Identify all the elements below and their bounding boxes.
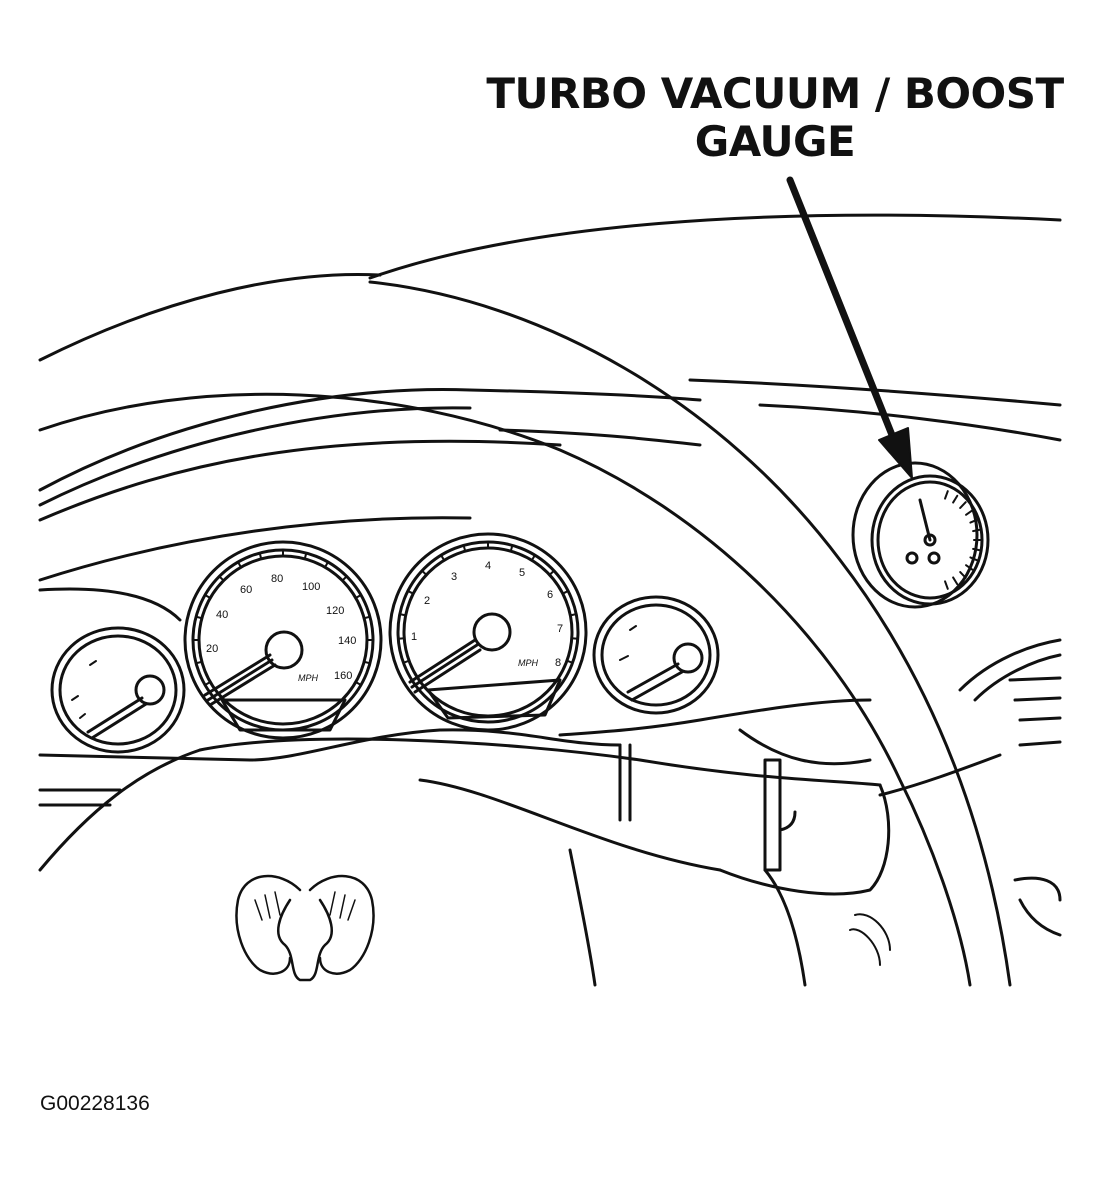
gauge-tick bbox=[421, 569, 428, 576]
gauge-tick bbox=[965, 564, 974, 571]
gauge-tick bbox=[354, 681, 362, 686]
gauge-tick bbox=[398, 613, 407, 617]
gauge-tick bbox=[303, 552, 308, 560]
speed-tick-160: 160 bbox=[334, 670, 352, 682]
gauge-tick bbox=[952, 494, 959, 504]
gauge-tick bbox=[965, 509, 974, 516]
speed-tick-140: 140 bbox=[338, 635, 356, 647]
steering-wheel bbox=[38, 280, 1012, 987]
speed-tick-60: 60 bbox=[240, 584, 252, 596]
gauge-tick bbox=[402, 659, 411, 664]
gauge-tick bbox=[972, 547, 982, 552]
right-air-vent bbox=[849, 638, 1062, 966]
gauge-tick bbox=[565, 659, 574, 664]
gauge-tick bbox=[440, 554, 446, 562]
gauge-tick bbox=[195, 660, 203, 665]
gauge-tick bbox=[959, 571, 967, 579]
figure-id: G00228136 bbox=[40, 1092, 150, 1115]
tachometer-labels: 1 2 3 4 5 6 7 8 MPH bbox=[411, 560, 563, 669]
tach-tick-7: 7 bbox=[557, 623, 563, 635]
gauge-tick bbox=[509, 544, 514, 553]
gauge-tick bbox=[354, 594, 362, 599]
speed-tick-120: 120 bbox=[326, 605, 344, 617]
gauge-tick bbox=[324, 561, 329, 569]
ram-head-logo bbox=[235, 874, 375, 982]
gauge-tick bbox=[258, 552, 263, 560]
gauge-tick bbox=[952, 576, 959, 586]
speedometer bbox=[183, 540, 383, 740]
right-small-gauge bbox=[592, 595, 720, 715]
gauge-tick bbox=[972, 528, 982, 533]
callout-arrow-icon bbox=[786, 176, 913, 479]
left-small-gauge bbox=[50, 626, 186, 754]
gauge-tick bbox=[561, 589, 570, 595]
tach-tick-1: 1 bbox=[411, 631, 417, 643]
gauge-tick bbox=[363, 615, 371, 620]
tachometer bbox=[388, 532, 588, 732]
tach-tick-4: 4 bbox=[485, 560, 491, 572]
gauge-tick bbox=[204, 681, 212, 686]
speed-tick-40: 40 bbox=[216, 609, 228, 621]
turbo-boost-gauge bbox=[851, 461, 990, 609]
gauge-tick bbox=[969, 518, 979, 524]
callout-line-1: TURBO VACUUM / BOOST bbox=[486, 69, 1064, 118]
gauge-tick bbox=[944, 490, 949, 500]
gauge-tick bbox=[569, 613, 578, 617]
gauge-tick bbox=[969, 556, 979, 562]
tach-unit: MPH bbox=[518, 658, 539, 668]
gauge-tick bbox=[363, 660, 371, 665]
gauge-tick bbox=[548, 569, 555, 576]
speedometer-labels: 20 40 60 80 100 120 140 160 MPH bbox=[206, 573, 356, 683]
callout-line-2: GAUGE bbox=[694, 117, 856, 166]
gauge-tick bbox=[218, 575, 225, 582]
speed-tick-80: 80 bbox=[271, 573, 283, 585]
callout-label: TURBO VACUUM / BOOST GAUGE bbox=[480, 70, 1070, 166]
gauge-tick bbox=[944, 580, 949, 590]
gauge-tick bbox=[341, 575, 348, 582]
gauge-tick bbox=[462, 544, 467, 553]
tach-tick-6: 6 bbox=[547, 589, 553, 601]
tach-tick-3: 3 bbox=[451, 571, 457, 583]
tach-tick-8: 8 bbox=[555, 657, 561, 669]
gauge-tick bbox=[195, 615, 203, 620]
gauge-tick bbox=[530, 554, 536, 562]
speed-tick-100: 100 bbox=[302, 581, 320, 593]
speed-unit: MPH bbox=[298, 673, 319, 683]
gauge-tick bbox=[406, 589, 415, 595]
gauge-tick bbox=[237, 561, 242, 569]
tach-tick-2: 2 bbox=[424, 595, 430, 607]
tach-tick-5: 5 bbox=[519, 567, 525, 579]
speed-tick-20: 20 bbox=[206, 643, 218, 655]
gauge-tick bbox=[959, 501, 967, 509]
dashboard-outline bbox=[38, 213, 1062, 822]
gauge-tick bbox=[204, 594, 212, 599]
